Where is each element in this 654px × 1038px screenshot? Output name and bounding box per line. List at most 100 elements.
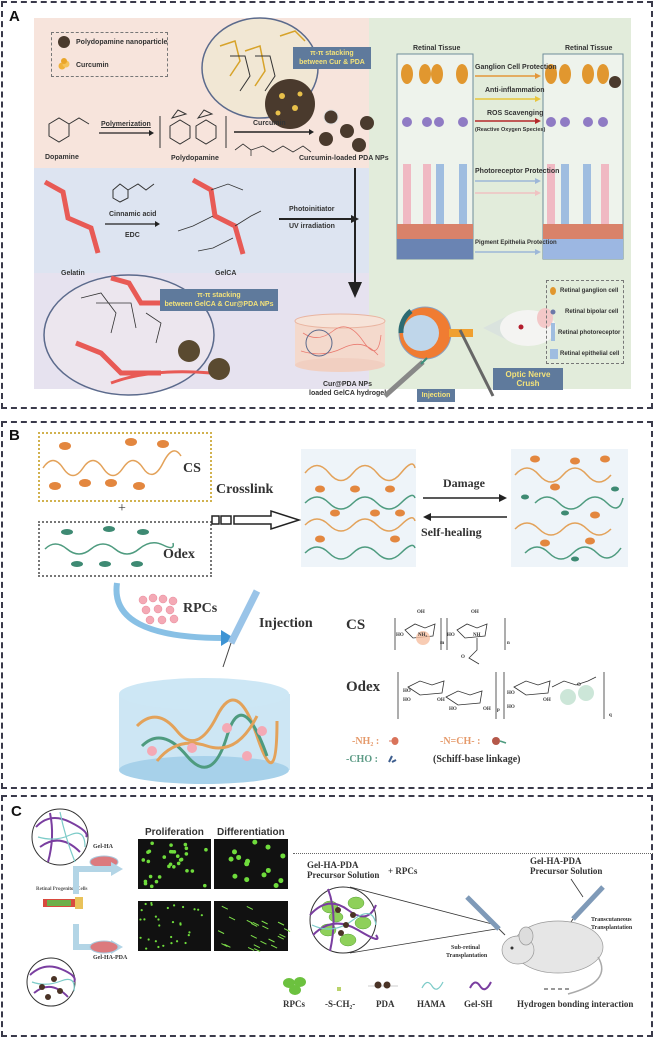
cur-pda-nps-label: Curcumin-loaded PDA NPs	[299, 155, 389, 162]
epithelial-cell-icon	[550, 349, 558, 359]
uv-arrow	[279, 215, 359, 223]
subretinal-line1: Sub-retinal	[451, 945, 480, 951]
fluorescent-cell	[150, 841, 154, 846]
ganglion-cell-icon	[550, 287, 556, 295]
fluorescent-cell	[176, 861, 181, 866]
arrow-ros	[475, 118, 541, 124]
retina-left-diagram	[396, 53, 474, 260]
fluorescent-cell	[179, 923, 182, 926]
fluorescent-cell	[154, 879, 159, 884]
effect-anti-inflammation: Anti-inflammation	[485, 87, 545, 94]
fluorescent-cell	[141, 858, 146, 862]
fluorescent-cell	[158, 924, 161, 927]
fluorescent-cell	[147, 849, 152, 854]
odex-oh-1: OH	[437, 698, 445, 703]
retinal-tissue-left-title: Retinal Tissue	[413, 45, 461, 52]
cs-n: n	[507, 641, 510, 646]
odex-p: p	[497, 708, 500, 713]
curcumin-structure	[234, 143, 312, 156]
legend-hama: HAMA	[417, 999, 446, 1009]
fluorescent-cell	[184, 846, 189, 851]
fluorescent-cell	[277, 935, 284, 940]
panel-b: B CS + Odex Crosslink Damage Self-healin…	[1, 421, 653, 789]
fluorescent-cell	[143, 918, 146, 921]
key-cho-label: -CHO :	[346, 754, 378, 765]
subretinal-syringe-icon	[465, 895, 506, 936]
fluorescent-cell	[268, 938, 275, 943]
hydrogel-label-2: loaded GelCA hydrogel	[309, 390, 387, 397]
fluorescent-cell	[252, 921, 260, 926]
key-nh2-label: -NH₂ :	[352, 736, 380, 747]
fluorescent-cell	[279, 933, 286, 938]
fluorescent-cell	[244, 877, 250, 883]
cs-nh2: NH₂	[418, 633, 427, 638]
effect-ganglion: Ganglion Cell Protection	[475, 64, 557, 71]
gel-ha-pda-network-zoom	[26, 957, 76, 1007]
hydrogel-label-1: Cur@PDA NPs	[323, 381, 372, 388]
fluorescent-cell	[253, 944, 261, 949]
damaged-network-drawing	[514, 455, 624, 562]
syringe-icon	[383, 357, 428, 398]
odex-oh-2: OH	[483, 707, 491, 712]
odex-structure	[397, 672, 605, 719]
fluorescent-cell	[149, 884, 154, 889]
photoinitiator-label: Photoinitiator	[289, 206, 335, 213]
fluorescent-cell	[175, 854, 180, 858]
odex-q: q	[609, 713, 612, 718]
fluorescent-cell	[150, 901, 153, 905]
fluorescent-cell	[154, 940, 157, 943]
retina-right-diagram	[542, 53, 624, 260]
gelatin-label: Gelatin	[61, 270, 85, 277]
retinal-tissue-right-title: Retinal Tissue	[565, 45, 613, 52]
effect-ros-subtitle: (Reactive Oxygen Species)	[475, 127, 546, 133]
fluorescent-cell	[221, 943, 228, 947]
curved-arrow	[113, 582, 234, 646]
fluorescent-cell	[162, 944, 165, 947]
panel-a-legend	[51, 32, 168, 77]
curcumin-arrow-label: Curcumin	[253, 120, 286, 127]
polydopamine-structure	[159, 109, 227, 148]
odex-label: Odex	[163, 547, 195, 562]
legend-epithelial: Retinal epithelial cell	[560, 351, 620, 357]
cinnamic-acid-label: Cinnamic acid	[109, 211, 157, 218]
panel-c: C Gel-HA Retinal Progenitor Cells Gel-HA…	[1, 795, 653, 1037]
fluorescent-cell	[250, 922, 258, 927]
odex-ho-3: HO	[449, 707, 457, 712]
panel-b-label: B	[9, 427, 20, 444]
legend-ganglion: Retinal ganglion cell	[560, 288, 619, 294]
gel-ha-network-zoom	[31, 808, 89, 866]
gel-ha-pda-label: Gel-HA-PDA	[93, 955, 128, 961]
cs-ho-1: HO	[396, 633, 404, 638]
polymerization-arrow	[99, 130, 154, 136]
fluorescent-cell	[204, 847, 208, 852]
polydopamine-label: Polydopamine	[171, 155, 219, 162]
legend-rpcs-icon	[283, 977, 306, 995]
precursor-right-line2: Precursor Solution	[530, 866, 603, 876]
cs-structure-label: CS	[346, 617, 366, 633]
fluorescent-cell	[245, 858, 251, 864]
fluorescent-cell	[148, 874, 153, 879]
fluorescent-cell	[170, 850, 175, 854]
fluorescent-cell	[154, 915, 157, 918]
fluorescent-cell	[280, 853, 286, 859]
fluorescent-cell	[200, 914, 203, 917]
edc-label: EDC	[125, 232, 140, 239]
fluorescent-cell	[217, 930, 225, 935]
mouse-head-illustration	[483, 308, 556, 346]
cs-o: O	[461, 655, 465, 660]
fluorescent-cell	[171, 920, 175, 924]
rpc-label: Retinal Progenitor Cells	[36, 887, 88, 892]
key-schiff-subtitle: (Schiff-base linkage)	[433, 754, 521, 765]
cs-oh-1: OH	[417, 610, 425, 615]
fluorescent-cell	[170, 935, 173, 939]
gelatin-structure	[43, 179, 101, 254]
precursor-left-line2: Precursor Solution	[307, 870, 380, 880]
panel-a: A Polydopamine nanoparticle Curcumin π-π…	[1, 1, 653, 409]
fluorescent-cell	[162, 855, 167, 859]
self-healing-label: Self-healing	[421, 525, 482, 539]
fluorescent-cell	[185, 868, 189, 873]
divider-dotted	[293, 853, 653, 854]
fluorescent-cell	[231, 849, 237, 855]
fluorescent-cell	[247, 947, 255, 951]
cs-m: m	[440, 641, 445, 646]
